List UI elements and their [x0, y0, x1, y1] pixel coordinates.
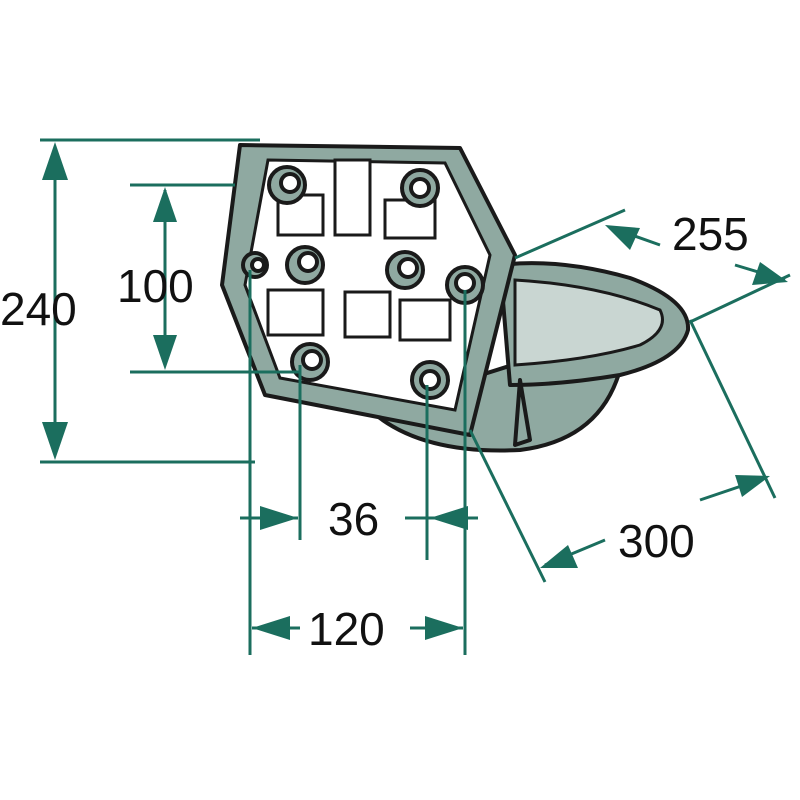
dimension-lines [40, 138, 791, 655]
mounting-plate [220, 143, 517, 437]
dimension-label-120: 120 [308, 603, 385, 655]
dimension-label-36: 36 [328, 493, 379, 545]
dimension-label-240: 240 [0, 283, 77, 335]
dimension-label-100: 100 [117, 260, 194, 312]
dimension-label-300: 300 [618, 515, 695, 567]
dimension-label-255: 255 [672, 208, 749, 260]
